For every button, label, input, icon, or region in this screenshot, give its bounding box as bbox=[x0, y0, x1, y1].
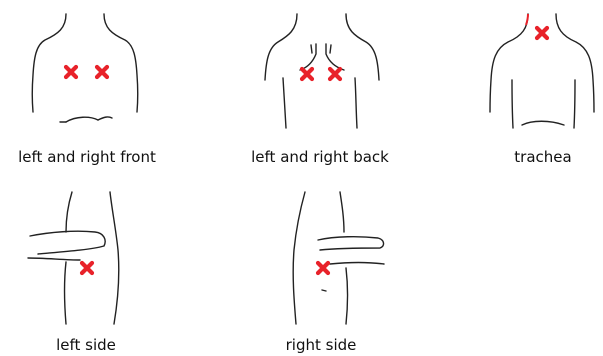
right-side-marker bbox=[318, 263, 328, 273]
back-caption: left and right back bbox=[251, 148, 389, 166]
trachea-caption: trachea bbox=[514, 148, 571, 166]
left-side-caption: left side bbox=[56, 336, 116, 354]
front-caption: left and right front bbox=[18, 148, 156, 166]
right-side-caption: right side bbox=[286, 336, 357, 354]
